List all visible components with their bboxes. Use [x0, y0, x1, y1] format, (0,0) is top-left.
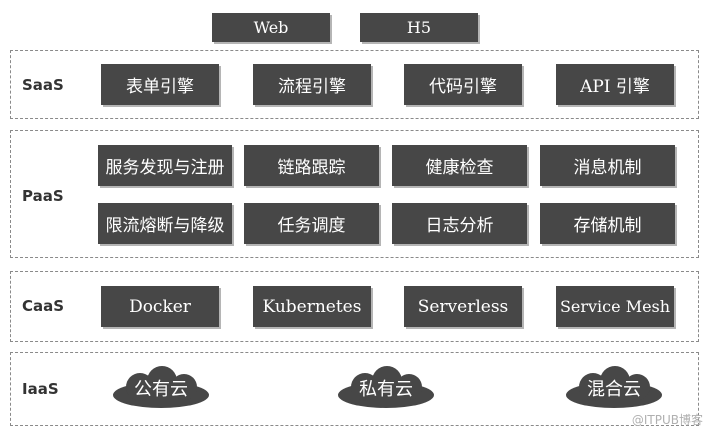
- hybrid-cloud: 混合云: [563, 365, 665, 409]
- service-discovery-box: 服务发现与注册: [98, 145, 232, 186]
- cloud-icon: [113, 366, 209, 408]
- web-box: Web: [212, 13, 330, 42]
- log-analysis-box: 日志分析: [392, 203, 527, 244]
- public-cloud: 公有云: [110, 365, 212, 409]
- process-engine-box: 流程引擎: [253, 64, 371, 105]
- h5-box: H5: [360, 13, 478, 42]
- storage-box: 存储机制: [540, 203, 675, 244]
- saas-layer: [10, 50, 699, 119]
- iaas-layer: [10, 352, 699, 426]
- iaas-label: IaaS: [22, 380, 59, 398]
- messaging-box: 消息机制: [540, 145, 675, 186]
- form-engine-box: 表单引擎: [101, 64, 219, 105]
- tracing-box: 链路跟踪: [244, 145, 379, 186]
- hybrid-cloud-label: 混合云: [587, 379, 641, 400]
- scheduling-box: 任务调度: [244, 203, 379, 244]
- docker-box: Docker: [101, 286, 219, 327]
- serverless-box: Serverless: [404, 286, 522, 327]
- health-check-box: 健康检查: [392, 145, 527, 186]
- service-mesh-box: Service Mesh: [556, 286, 674, 327]
- public-cloud-label: 公有云: [134, 379, 188, 400]
- code-engine-box: 代码引擎: [404, 64, 522, 105]
- api-engine-box: API 引擎: [556, 64, 674, 105]
- kubernetes-box: Kubernetes: [253, 286, 371, 327]
- watermark: @ITPUB博客: [631, 413, 703, 427]
- rate-limit-box: 限流熔断与降级: [98, 203, 232, 244]
- cloud-icon: [566, 366, 662, 408]
- paas-label: PaaS: [22, 187, 64, 205]
- private-cloud: 私有云: [335, 365, 437, 409]
- private-cloud-label: 私有云: [359, 379, 413, 400]
- saas-label: SaaS: [22, 76, 64, 94]
- caas-label: CaaS: [22, 297, 65, 315]
- caas-layer: [10, 271, 699, 342]
- paas-layer: [10, 130, 699, 258]
- cloud-icon: [338, 366, 434, 408]
